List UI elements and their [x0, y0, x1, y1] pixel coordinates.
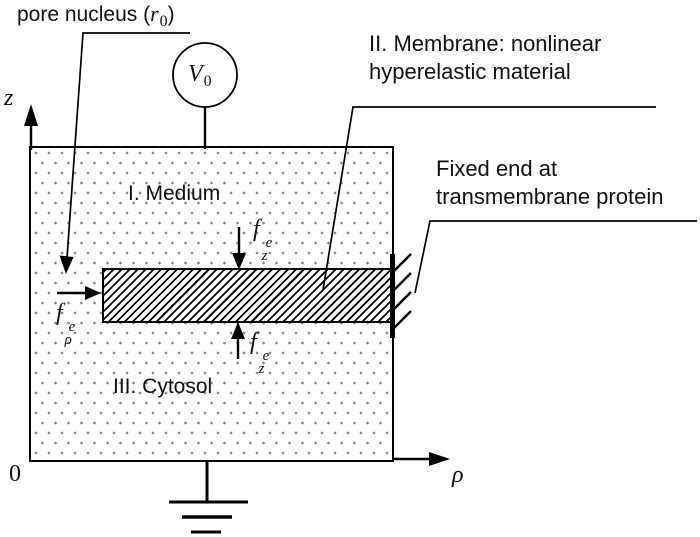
force-rho-arrowhead-icon: [85, 286, 101, 300]
pore-nucleus-label: pore nucleus (r0): [17, 1, 175, 35]
force-z-top-superscript: e: [265, 235, 273, 251]
force-z-bottom-superscript: e: [262, 348, 270, 364]
force-z-bottom-subscript: z: [258, 361, 265, 377]
fixed-end-note-line1: Fixed end at: [436, 156, 558, 181]
voltage-subscript: 0: [203, 73, 212, 90]
fixed-end-note: Fixed end at transmembrane protein: [436, 155, 663, 211]
fixed-end-leader: [414, 220, 697, 294]
voltage-label: V0: [188, 62, 212, 94]
rho-axis-arrowhead-icon: [429, 452, 450, 466]
force-z-top-arrow: [232, 227, 246, 270]
pore-nucleus-text-close: ): [167, 3, 175, 26]
force-rho-symbol: f: [56, 300, 63, 326]
pore-nucleus-text: pore nucleus (: [17, 3, 151, 26]
force-rho-arrow: [57, 286, 101, 300]
force-z-top-arrowhead-icon: [232, 253, 246, 270]
membrane-note-line1: II. Membrane: nonlinear: [369, 31, 602, 56]
pore-leader-arrowhead-icon: [59, 255, 74, 274]
force-z-bottom-arrowhead-icon: [231, 322, 245, 339]
voltage-source: [172, 42, 238, 149]
force-rho-subscript: ρ: [64, 332, 72, 348]
fixed-wall: [390, 253, 412, 338]
force-z-bottom-arrow: [231, 322, 245, 359]
membrane-note-line2: hyperelastic material: [369, 59, 571, 84]
pore-radius-subscript: 0: [159, 13, 168, 30]
rho-axis: [393, 452, 450, 466]
fixed-end-note-line2: transmembrane protein: [436, 184, 664, 209]
force-z-bottom-symbol: f: [250, 329, 257, 355]
membrane-note-leader: [322, 106, 656, 291]
force-z-top-symbol: f: [253, 216, 260, 242]
z-axis: [24, 104, 38, 150]
z-axis-label: z: [4, 85, 14, 111]
force-z-top-subscript: z: [261, 248, 268, 264]
origin-label: 0: [9, 461, 21, 487]
pore-leader-arrow: [59, 32, 190, 274]
fixed-wall-hatch-ticks: [392, 253, 412, 330]
ground-symbol-icon: [169, 461, 248, 534]
region-cytosol-label: III. Cytosol: [113, 375, 213, 398]
pore-radius-symbol: r: [150, 1, 159, 26]
rho-axis-label: ρ: [452, 462, 464, 488]
z-axis-arrowhead-icon: [24, 104, 38, 126]
force-rho-superscript: e: [68, 319, 76, 335]
region-medium-label: I. Medium: [128, 182, 221, 205]
voltage-symbol: V: [188, 61, 203, 87]
membrane-note: II. Membrane: nonlinear hyperelastic mat…: [369, 30, 601, 86]
